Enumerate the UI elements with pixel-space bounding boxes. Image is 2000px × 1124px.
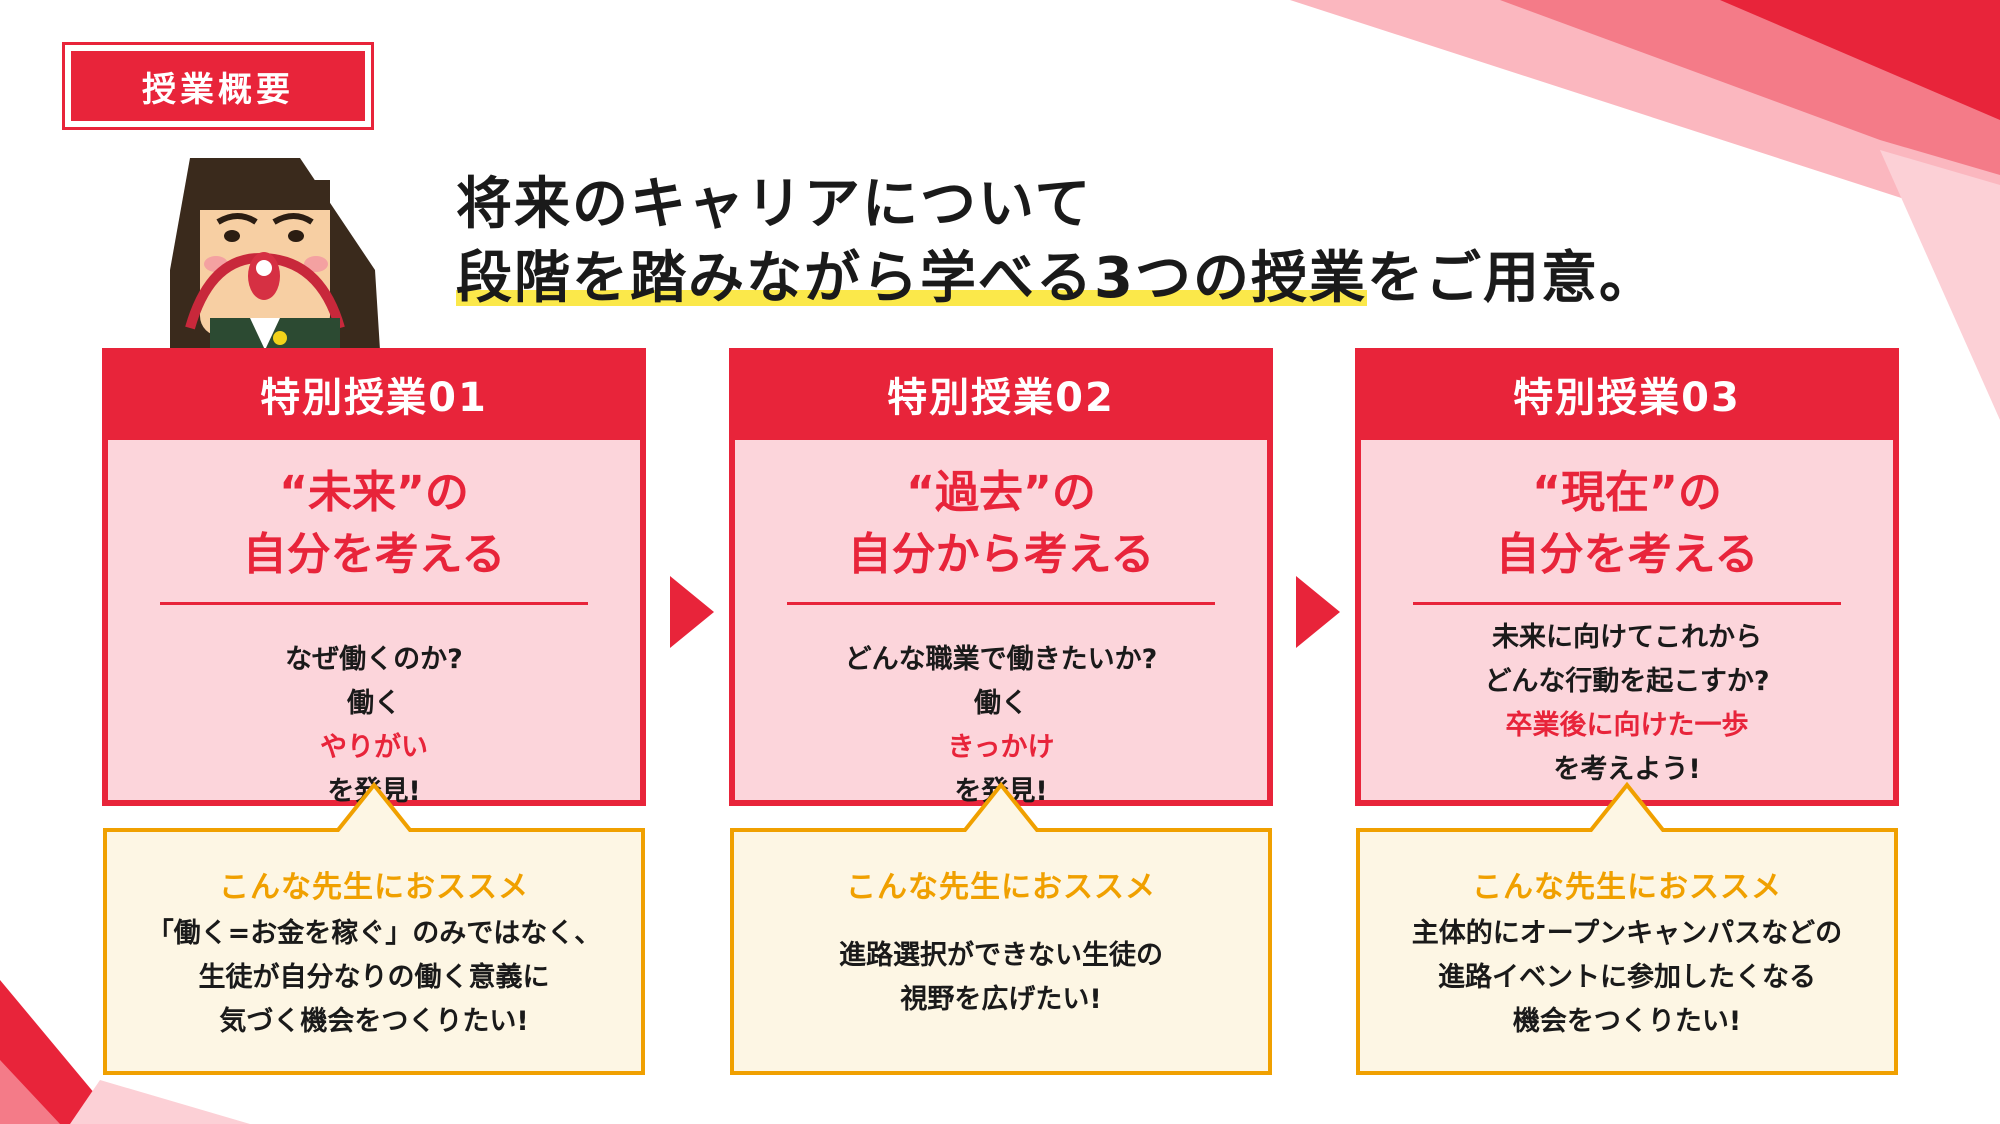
section-badge-label: 授業概要 bbox=[71, 51, 365, 121]
speech-bubble-frame bbox=[103, 781, 645, 1075]
recommend-title: こんな先生におススメ bbox=[1472, 870, 1782, 905]
recommend-line: 生徒が自分なりの働く意義に bbox=[198, 962, 550, 993]
lesson-desc-line: 卒業後に向けた一歩を考えよう! bbox=[1505, 710, 1749, 785]
lesson-desc-line: どんな行動を起こすか? bbox=[1484, 666, 1770, 697]
lesson-title-line-2: 自分を考える bbox=[242, 529, 506, 580]
lesson-title-line-1: “未来”の bbox=[279, 467, 469, 518]
lesson-desc-line: どんな職業で働きたいか? bbox=[844, 644, 1158, 675]
step-arrow-icon bbox=[1296, 576, 1340, 648]
divider bbox=[160, 602, 588, 605]
lesson-card-header: 特別授業02 bbox=[887, 375, 1115, 421]
lesson-card-body: “現在”の 自分を考える 未来に向けてこれから どんな行動を起こすか? 卒業後に… bbox=[1361, 440, 1893, 800]
lesson-card-body: “過去”の 自分から考える どんな職業で働きたいか? 働くきっかけを発見! bbox=[735, 440, 1267, 807]
lesson-description: どんな職業で働きたいか? 働くきっかけを発見! bbox=[735, 638, 1267, 814]
recommend-line: 進路イベントに参加したくなる bbox=[1438, 962, 1816, 993]
recommend-text: 進路選択ができない生徒の 視野を広げたい! bbox=[729, 934, 1273, 1022]
lesson-desc-line: なぜ働くのか? bbox=[285, 644, 463, 675]
lesson-title-line-1: “現在”の bbox=[1532, 467, 1722, 518]
lesson-description: 未来に向けてこれから どんな行動を起こすか? 卒業後に向けた一歩を考えよう! bbox=[1361, 616, 1893, 792]
recommend-line: 「働く=お金を稼ぐ」のみではなく、 bbox=[146, 918, 602, 949]
step-arrow-icon bbox=[670, 576, 714, 648]
recommend-box-3: こんな先生におススメ 主体的にオープンキャンパスなどの 進路イベントに参加したく… bbox=[1355, 780, 1899, 1076]
recommend-line: 機会をつくりたい! bbox=[1512, 1006, 1742, 1037]
recommend-line: 進路選択ができない生徒の bbox=[839, 940, 1163, 971]
lesson-card-title: “現在”の 自分を考える bbox=[1361, 462, 1893, 586]
headline-highlight: 段階を踏みながら学べる3つの授業 bbox=[456, 246, 1367, 311]
headline-line-2: 段階を踏みながら学べる3つの授業をご用意。 bbox=[456, 242, 1657, 316]
lesson-card-header: 特別授業03 bbox=[1513, 375, 1741, 421]
lesson-title-line-2: 自分を考える bbox=[1495, 529, 1759, 580]
lesson-card-3: 特別授業03 “現在”の 自分を考える 未来に向けてこれから どんな行動を起こす… bbox=[1355, 348, 1899, 806]
lesson-card-2: 特別授業02 “過去”の 自分から考える どんな職業で働きたいか? 働くきっかけ… bbox=[729, 348, 1273, 807]
lesson-title-line-1: “過去”の bbox=[906, 467, 1096, 518]
recommend-text: 「働く=お金を稼ぐ」のみではなく、 生徒が自分なりの働く意義に 気づく機会をつく… bbox=[102, 912, 646, 1044]
recommend-line: 視野を広げたい! bbox=[900, 984, 1102, 1015]
recommend-title: こんな先生におススメ bbox=[219, 870, 529, 905]
lesson-card-header: 特別授業01 bbox=[260, 375, 488, 421]
speech-bubble-frame bbox=[1356, 781, 1898, 1075]
recommend-box-1: こんな先生におススメ 「働く=お金を稼ぐ」のみではなく、 生徒が自分なりの働く意… bbox=[102, 780, 646, 1076]
mascot-illustration bbox=[170, 158, 380, 350]
recommend-line: 気づく機会をつくりたい! bbox=[219, 1006, 529, 1037]
lesson-description: なぜ働くのか? 働くやりがいを発見! bbox=[108, 638, 640, 814]
lesson-desc-emphasis: 卒業後に向けた一歩 bbox=[1505, 710, 1749, 741]
recommend-box-2: こんな先生におススメ 進路選択ができない生徒の 視野を広げたい! bbox=[729, 780, 1273, 1076]
headline-line-2-rest: をご用意。 bbox=[1366, 246, 1657, 311]
lesson-desc-emphasis: きっかけ bbox=[947, 732, 1055, 763]
lesson-card-title: “過去”の 自分から考える bbox=[735, 462, 1267, 586]
headline: 将来のキャリアについて 段階を踏みながら学べる3つの授業をご用意。 bbox=[456, 168, 1657, 316]
headline-line-1: 将来のキャリアについて bbox=[456, 172, 1093, 237]
recommend-text: 主体的にオープンキャンパスなどの 進路イベントに参加したくなる 機会をつくりたい… bbox=[1355, 912, 1899, 1044]
recommend-line: 主体的にオープンキャンパスなどの bbox=[1411, 918, 1843, 949]
lesson-card-1: 特別授業01 “未来”の 自分を考える なぜ働くのか? 働くやりがいを発見! bbox=[102, 348, 646, 807]
lesson-card-title: “未来”の 自分を考える bbox=[108, 462, 640, 586]
lesson-title-line-2: 自分から考える bbox=[847, 529, 1155, 580]
divider bbox=[787, 602, 1215, 605]
lesson-card-body: “未来”の 自分を考える なぜ働くのか? 働くやりがいを発見! bbox=[108, 440, 640, 807]
recommend-title: こんな先生におススメ bbox=[846, 870, 1156, 905]
divider bbox=[1413, 602, 1841, 605]
section-badge: 授業概要 bbox=[62, 42, 374, 130]
lesson-desc-line: 未来に向けてこれから bbox=[1492, 622, 1762, 653]
speech-bubble-frame bbox=[730, 781, 1272, 1075]
lesson-desc-emphasis: やりがい bbox=[320, 732, 428, 763]
